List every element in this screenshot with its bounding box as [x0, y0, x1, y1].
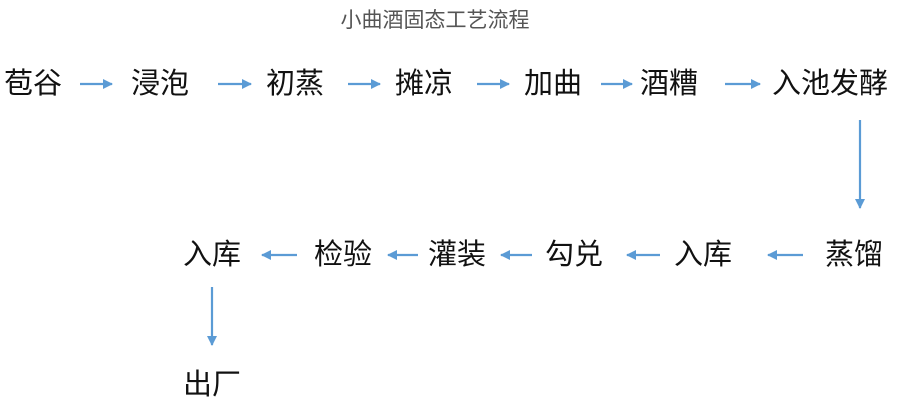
step-distillation: 蒸馏	[825, 237, 884, 271]
diagram-title: 小曲酒固态工艺流程	[340, 8, 530, 32]
step-soak: 浸泡	[131, 66, 190, 100]
step-pit-fermentation: 入池发酵	[772, 66, 889, 100]
step-warehouse-1: 入库	[674, 237, 733, 271]
step-distillers-grains: 酒糟	[640, 66, 699, 100]
step-leave-factory: 出厂	[183, 367, 242, 401]
step-spread-cool: 摊凉	[395, 66, 454, 100]
step-corn: 苞谷	[4, 66, 63, 100]
step-inspection: 检验	[314, 237, 373, 271]
step-first-steam: 初蒸	[266, 66, 325, 100]
step-add-yeast: 加曲	[524, 66, 583, 100]
step-blending: 勾兑	[545, 237, 604, 271]
step-bottling: 灌装	[428, 237, 487, 271]
step-warehouse-2: 入库	[183, 237, 242, 271]
